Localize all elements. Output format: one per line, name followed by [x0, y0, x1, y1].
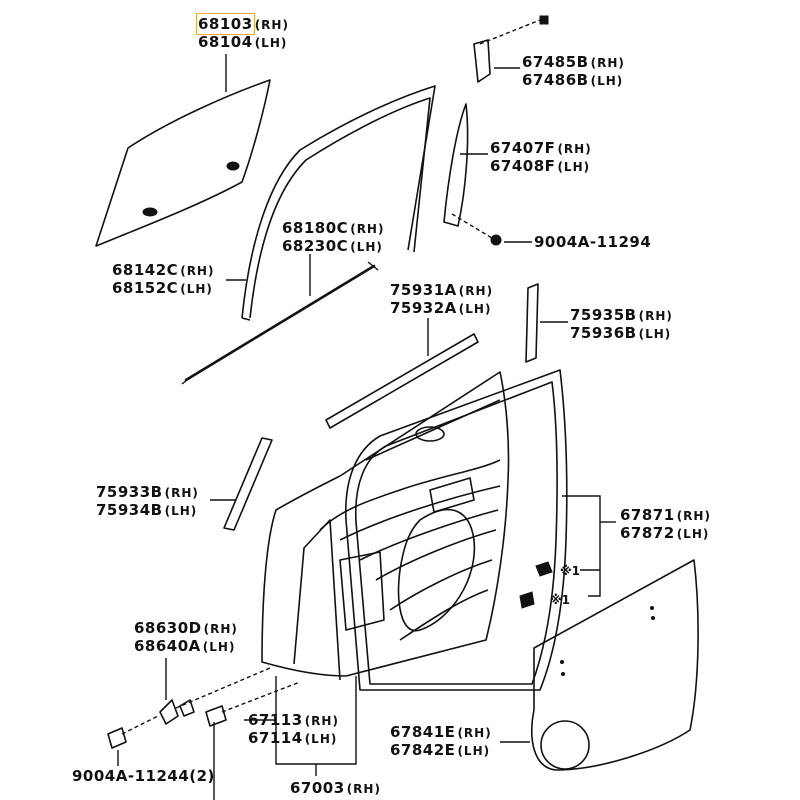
rear-pillar-moulding-part: [525, 283, 539, 363]
quarter-glass-seal-part: [473, 15, 549, 83]
part-number[interactable]: 67842E: [390, 741, 456, 759]
side-code: (RH): [590, 56, 625, 70]
belt-moulding-part: [325, 333, 479, 429]
callout-belt-moulding: 75931A(RH) 75932A(LH): [390, 282, 493, 318]
part-number[interactable]: 67872: [620, 524, 675, 542]
side-code: (RH): [304, 714, 339, 728]
part-number[interactable]: 75933B: [96, 483, 163, 501]
side-code: (LH): [164, 504, 198, 518]
side-code: (LH): [254, 36, 288, 50]
part-number[interactable]: 68142C: [112, 261, 179, 279]
side-code: (LH): [590, 74, 624, 88]
side-code: (RH): [557, 142, 592, 156]
side-code: (RH): [164, 486, 199, 500]
part-number[interactable]: 75931A: [390, 281, 457, 299]
door-shell-part: [261, 371, 510, 681]
side-code: (RH): [180, 264, 215, 278]
side-code: (RH): [638, 309, 673, 323]
part-number[interactable]: 68103: [196, 13, 255, 35]
side-code: (RH): [203, 622, 238, 636]
callout-door-check: 68630D(RH) 68640A(LH): [134, 620, 238, 656]
window-frame-garnish-part: [443, 103, 502, 246]
part-number[interactable]: 67003: [290, 779, 345, 797]
callout-hinge-bolt: 9004A-11244(2): [72, 768, 215, 785]
callout-door-assembly: 67003(RH): [290, 780, 381, 798]
part-number[interactable]: 67841E: [390, 723, 456, 741]
part-number[interactable]: 9004A-11244(2): [72, 767, 215, 785]
part-number[interactable]: 67407F: [490, 139, 556, 157]
inner-weatherstrip-part: [181, 261, 379, 385]
part-number[interactable]: 68104: [198, 33, 253, 51]
door-weatherstrip-part: [345, 369, 568, 691]
side-code: (LH): [638, 327, 672, 341]
part-number[interactable]: 67485B: [522, 53, 589, 71]
part-number[interactable]: 68630D: [134, 619, 202, 637]
callout-bolt-upper: 9004A-11294: [534, 234, 651, 251]
clip-lower-icon: [519, 591, 535, 609]
side-code: (LH): [202, 640, 236, 654]
part-number[interactable]: 68152C: [112, 279, 179, 297]
callout-service-hole-cover: 67841E(RH) 67842E(LH): [390, 724, 492, 760]
part-number[interactable]: 9004A-11294: [534, 233, 652, 251]
part-number[interactable]: 75934B: [96, 501, 163, 519]
part-number[interactable]: 67408F: [490, 157, 556, 175]
side-code: (RH): [346, 782, 381, 796]
side-code: (LH): [458, 302, 492, 316]
callout-door-weatherstrip: 67871(RH) 67872(LH): [620, 507, 711, 543]
side-code: (LH): [676, 527, 710, 541]
side-code: (RH): [350, 222, 385, 236]
side-code: (LH): [557, 160, 591, 174]
part-number[interactable]: 67113: [248, 711, 303, 729]
part-number[interactable]: 75936B: [570, 324, 637, 342]
callout-weatherstrip-inner: 68180C(RH) 68230C(LH): [282, 220, 384, 256]
callout-glass: 68103(RH) 68104(LH): [196, 13, 289, 52]
callout-window-frame-garnish: 67407F(RH) 67408F(LH): [490, 140, 592, 176]
side-code: (RH): [458, 284, 494, 298]
side-code: (LH): [457, 744, 491, 758]
clip-upper-icon: [535, 561, 553, 577]
callout-door-panel: 67113(RH) 67114(LH): [248, 712, 339, 748]
clip-mark-upper: ※1: [560, 564, 580, 578]
side-code: (LH): [180, 282, 213, 296]
side-code: (LH): [350, 240, 383, 254]
clip-mark-lower: ※1: [550, 593, 570, 607]
run-channel-part: [241, 85, 436, 321]
callout-front-pillar-moulding: 75933B(RH) 75934B(LH): [96, 484, 199, 520]
door-trim-part: [531, 559, 699, 771]
front-pillar-moulding-part: [223, 437, 273, 531]
side-code: (LH): [304, 732, 338, 746]
side-code: (RH): [254, 18, 289, 32]
hinge-bolt-part: [107, 681, 301, 749]
part-number[interactable]: 67114: [248, 729, 303, 747]
door-check-part: [159, 667, 271, 725]
part-number[interactable]: 75935B: [570, 306, 637, 324]
callout-quarter-glass-seal: 67485B(RH) 67486B(LH): [522, 54, 625, 90]
callout-rear-pillar-moulding: 75935B(RH) 75936B(LH): [570, 307, 673, 343]
part-number[interactable]: 68180C: [282, 219, 349, 237]
part-number[interactable]: 67871: [620, 506, 675, 524]
leader-lines: [117, 54, 616, 800]
part-number[interactable]: 67486B: [522, 71, 589, 89]
part-number[interactable]: 68640A: [134, 637, 201, 655]
part-number[interactable]: 75932A: [390, 299, 457, 317]
side-code: (RH): [457, 726, 492, 740]
part-number[interactable]: 68230C: [282, 237, 349, 255]
side-code: (RH): [676, 509, 711, 523]
door-glass-part: [95, 79, 271, 247]
callout-run-channel: 68142C(RH) 68152C(LH): [112, 262, 214, 298]
